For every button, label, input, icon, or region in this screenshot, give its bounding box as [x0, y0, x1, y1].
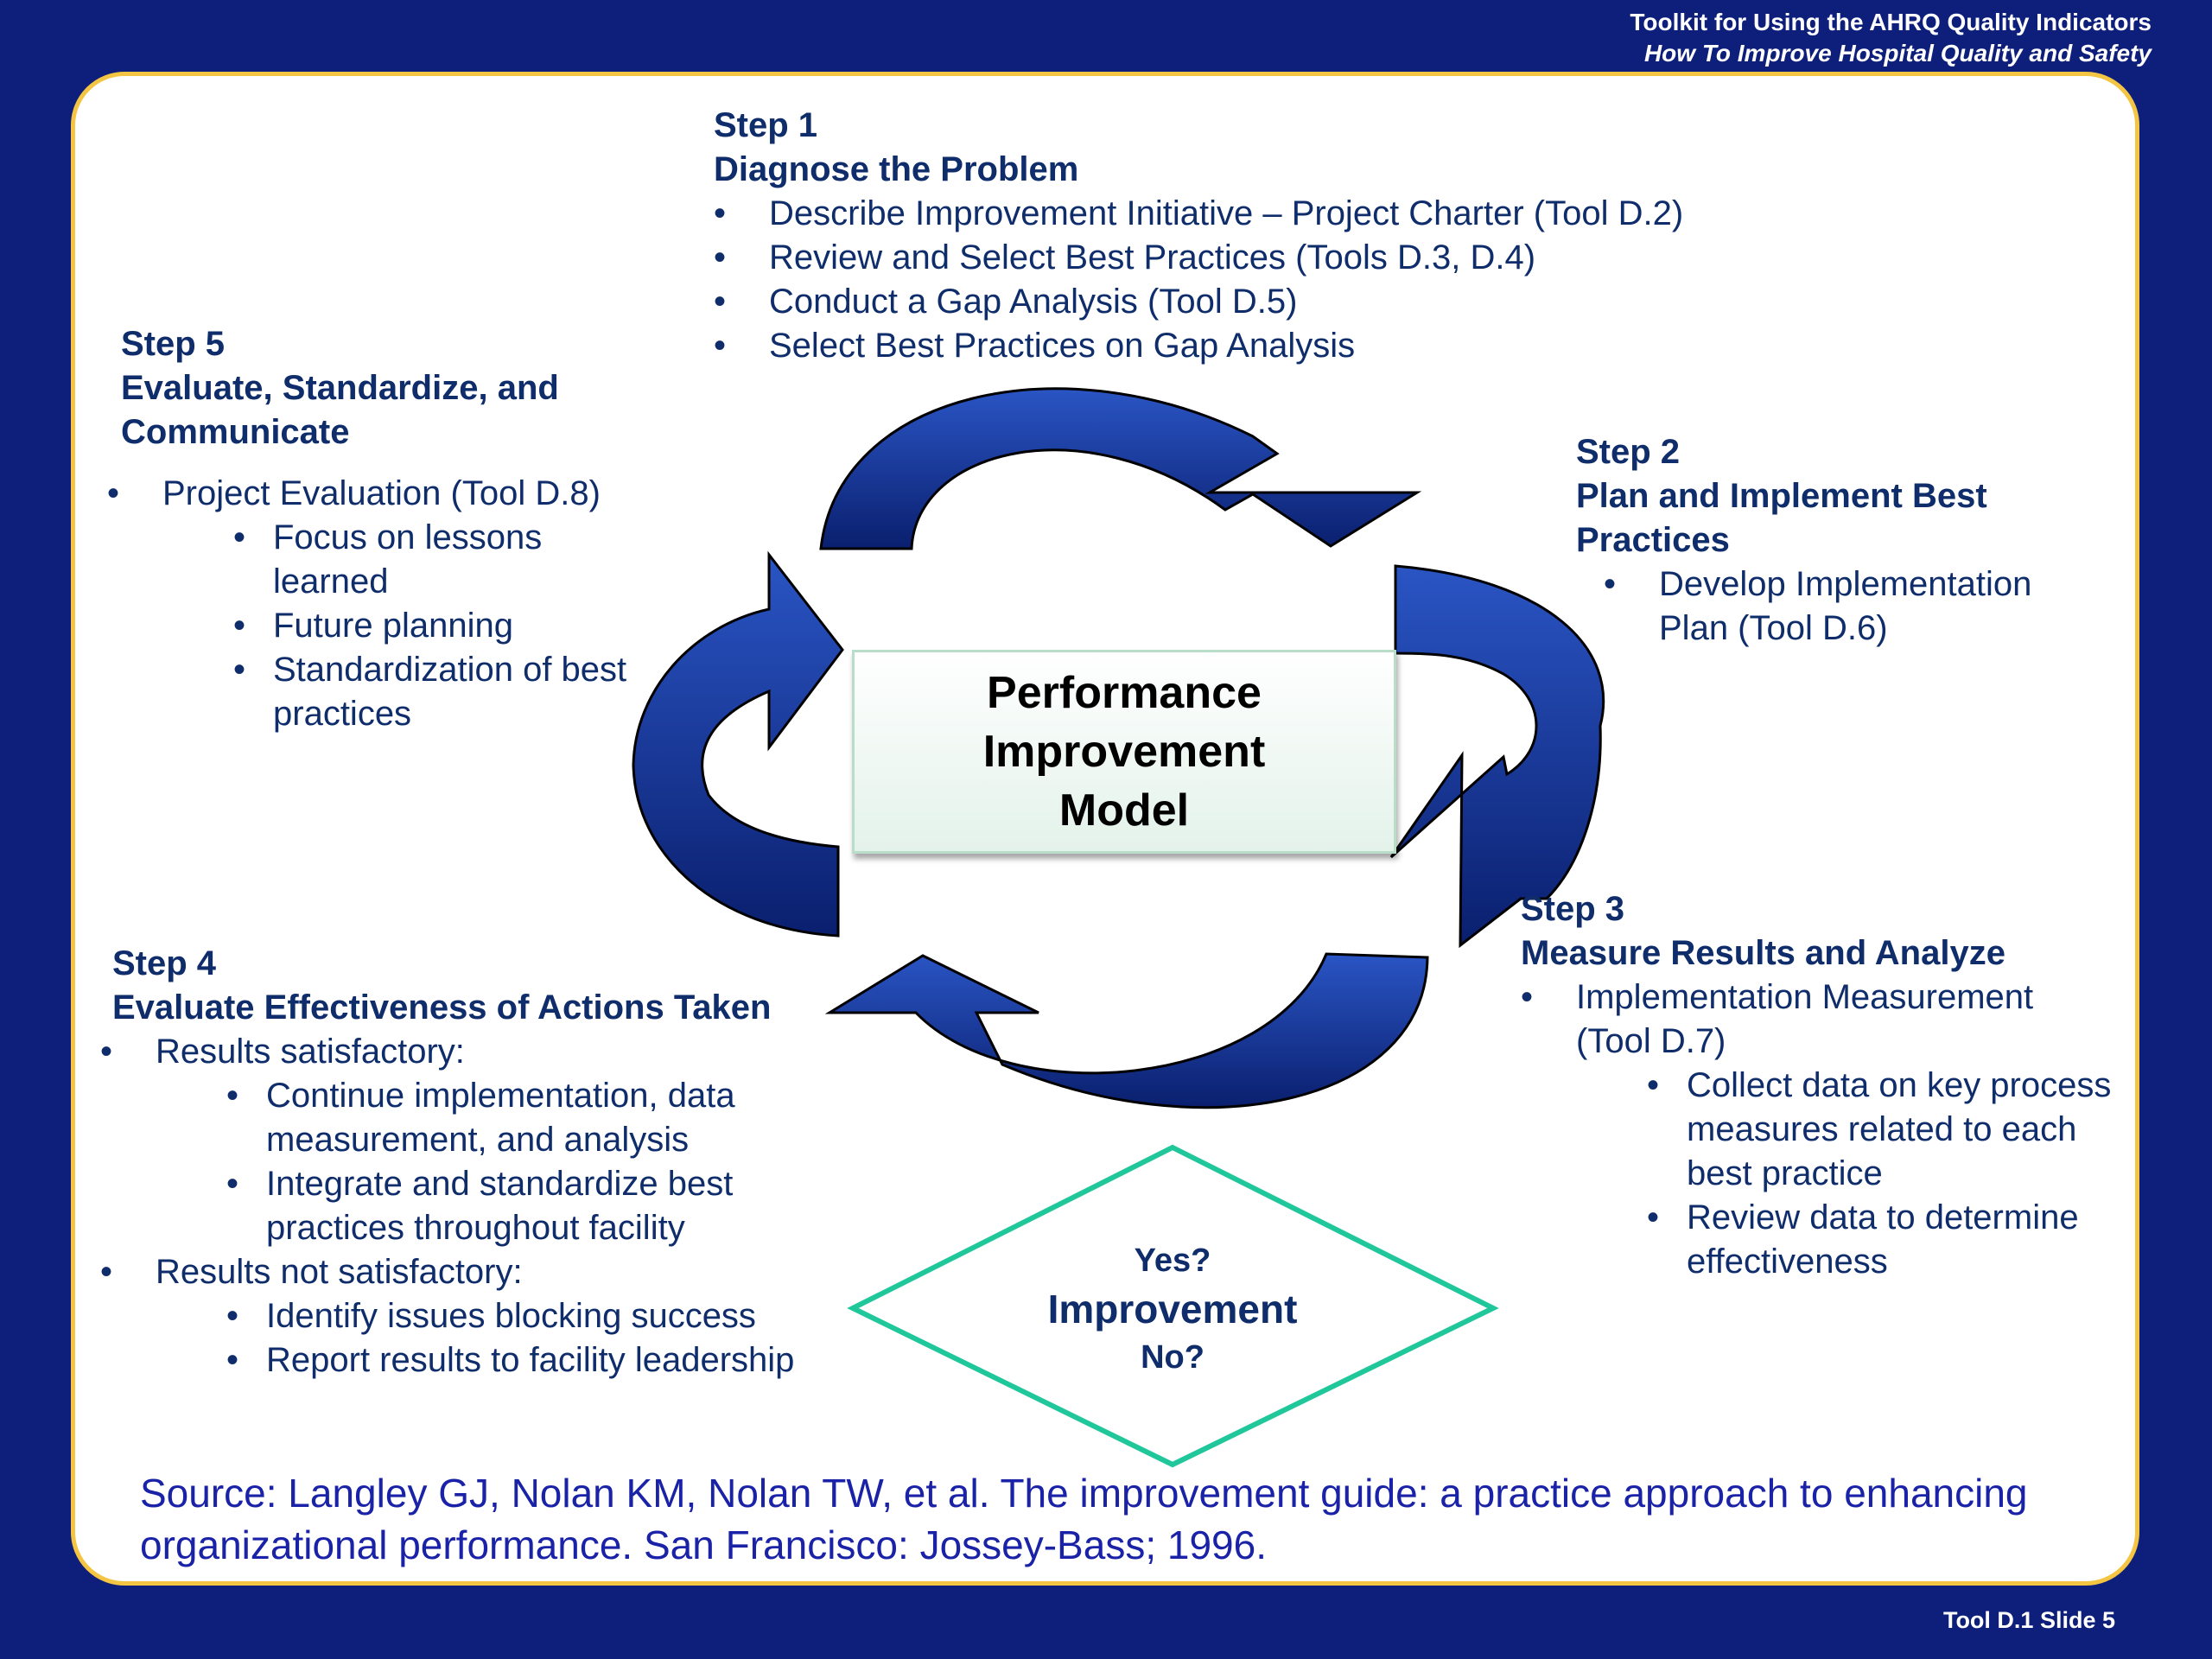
step5-block: Step 5 Evaluate, Standardize, and Commun… [107, 322, 709, 736]
step4-group2-list: Identify issues blocking success Report … [112, 1294, 871, 1382]
list-item: Implementation Measurement (Tool D.7) [1521, 976, 2060, 1064]
arrow-step2-to-step3 [1389, 564, 1605, 949]
step1-block: Step 1 Diagnose the Problem Describe Imp… [714, 104, 1683, 368]
header-subtitle: How To Improve Hospital Quality and Safe… [1643, 40, 2152, 67]
list-item: Review and Select Best Practices (Tools … [714, 236, 1683, 280]
list-item: Standardization of best practices [233, 648, 636, 736]
header-title: Toolkit for Using the AHRQ Quality Indic… [1630, 9, 2152, 35]
arrow-step4-to-step5 [632, 550, 844, 938]
list-item: Review data to determine effectiveness [1647, 1196, 2119, 1284]
slide-footer: Tool D.1 Slide 5 [1942, 1607, 2115, 1633]
decision-no: No? [1141, 1339, 1205, 1376]
list-item: Continue implementation, data measuremen… [226, 1074, 785, 1162]
decision-label: Improvement [1047, 1287, 1298, 1332]
decision-yes: Yes? [1134, 1243, 1211, 1279]
step5-sublist: Focus on lessons learned Future planning… [121, 516, 636, 736]
list-item: Select Best Practices on Gap Analysis [714, 324, 1683, 368]
step3-sublist: Collect data on key process measures rel… [1521, 1064, 2119, 1284]
arrow-step1-to-step2 [819, 387, 1422, 550]
list-item: Project Evaluation (Tool D.8) [107, 472, 709, 516]
list-item: Conduct a Gap Analysis (Tool D.5) [714, 280, 1683, 324]
header: Toolkit for Using the AHRQ Quality Indic… [1630, 7, 2152, 69]
arrow-step3-to-step4 [824, 952, 1429, 1109]
step3-block: Step 3 Measure Results and Analyze Imple… [1521, 887, 2126, 1284]
list-item: Integrate and standardize best practices… [226, 1162, 785, 1250]
center-line2: Improvement [982, 727, 1266, 777]
center-line1: Performance [987, 668, 1262, 718]
step5-title-line2: Communicate [121, 413, 350, 451]
list-item: Identify issues blocking success [226, 1294, 871, 1338]
step4-label: Step 4 [112, 944, 217, 982]
step1-label: Step 1 [714, 106, 818, 144]
step3-label: Step 3 [1521, 890, 1625, 928]
step1-list: Describe Improvement Initiative – Projec… [714, 192, 1683, 368]
step4-group1-list: Continue implementation, data measuremen… [112, 1074, 785, 1250]
step3-title: Measure Results and Analyze [1521, 934, 2005, 972]
list-item: Collect data on key process measures rel… [1647, 1064, 2119, 1196]
list-item: Results not satisfactory: [100, 1250, 855, 1294]
step5-label: Step 5 [121, 325, 226, 363]
improvement-decision-diamond [847, 1144, 1499, 1468]
step2-list: Develop Implementation Plan (Tool D.6) [1576, 563, 2056, 651]
step2-label: Step 2 [1576, 433, 1681, 471]
step2-title-line2: Practices [1576, 521, 1730, 559]
step5-list: Project Evaluation (Tool D.8) [107, 472, 709, 516]
step1-title: Diagnose the Problem [714, 150, 1079, 188]
list-item: Future planning [233, 604, 636, 648]
list-item: Report results to facility leadership [226, 1338, 871, 1382]
source-citation: Source: Langley GJ, Nolan KM, Nolan TW, … [140, 1471, 2028, 1567]
step4-block: Step 4 Evaluate Effectiveness of Actions… [100, 942, 855, 1382]
step4-group2: Results not satisfactory: [100, 1250, 855, 1294]
step2-block: Step 2 Plan and Implement Best Practices… [1576, 430, 2094, 651]
list-item: Develop Implementation Plan (Tool D.6) [1604, 563, 2056, 651]
step4-group1: Results satisfactory: [100, 1030, 855, 1074]
list-item: Describe Improvement Initiative – Projec… [714, 192, 1683, 236]
step4-title: Evaluate Effectiveness of Actions Taken [112, 988, 772, 1027]
step3-list: Implementation Measurement (Tool D.7) [1521, 976, 2060, 1064]
list-item: Focus on lessons learned [233, 516, 636, 604]
performance-improvement-model-box: Performance Improvement Model [852, 650, 1396, 854]
step2-title-line1: Plan and Implement Best [1576, 477, 1987, 515]
list-item: Results satisfactory: [100, 1030, 855, 1074]
step5-title-line1: Evaluate, Standardize, and [121, 369, 559, 407]
center-line3: Model [1058, 785, 1190, 836]
decision-text: Yes? Improvement No? [994, 1237, 1351, 1381]
